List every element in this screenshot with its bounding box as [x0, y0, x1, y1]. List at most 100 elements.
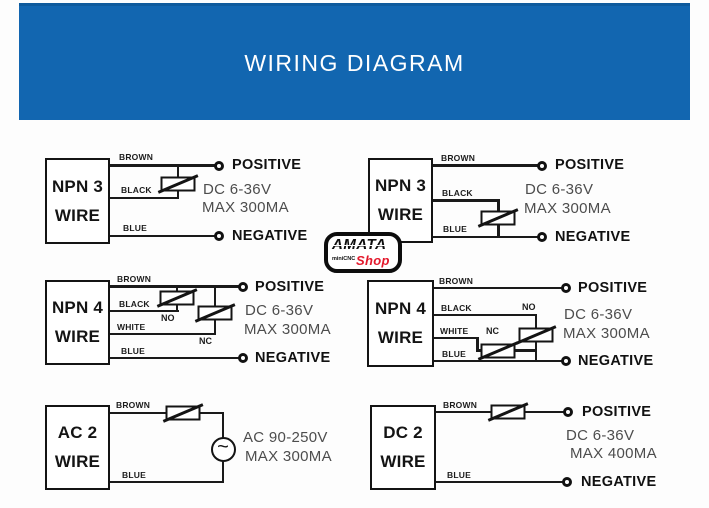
- positive-label: POSITIVE: [232, 157, 302, 173]
- spec-current: MAX 400MA: [570, 445, 657, 462]
- logo-shop-text: Shop: [356, 252, 390, 268]
- spec-voltage: AC 90-250V: [243, 429, 328, 446]
- wire-black: [110, 196, 179, 199]
- spec-current: MAX 300MA: [244, 321, 331, 338]
- sensor-box-label: WIRE: [54, 452, 101, 471]
- positive-terminal-icon: [213, 160, 224, 171]
- load-symbol-no: [159, 290, 195, 306]
- negative-terminal-icon: [238, 353, 248, 363]
- load-symbol-nc: [197, 305, 233, 320]
- spec-voltage: DC 6-36V: [245, 302, 314, 319]
- spec-voltage: DC 6-36V: [564, 306, 633, 323]
- positive-label: POSITIVE: [255, 278, 325, 295]
- ac-wave-symbol: ~: [217, 436, 229, 458]
- positive-terminal-icon: [563, 407, 573, 417]
- spec-current: MAX 300MA: [202, 199, 289, 216]
- spec-voltage: DC 6-36V: [566, 427, 635, 444]
- contact-label-no: NO: [161, 312, 175, 323]
- sensor-box-label: NPN 3: [51, 176, 104, 196]
- wire-label-brown: BROWN: [117, 274, 152, 284]
- contact-label-no: NO: [522, 302, 536, 312]
- wire-label-white: WHITE: [440, 326, 469, 336]
- wire-white: [110, 332, 216, 335]
- wire-blue: [110, 480, 224, 483]
- wire-brown: [110, 164, 219, 167]
- negative-label: NEGATIVE: [555, 229, 631, 245]
- sensor-box: DC 2 WIRE: [370, 405, 436, 490]
- wire-black: [433, 199, 500, 202]
- wire-label-black: BLACK: [441, 303, 472, 313]
- wire-blue: [110, 234, 219, 237]
- spec-current: MAX 300MA: [524, 200, 611, 217]
- sensor-box-label: WIRE: [54, 327, 101, 346]
- wire-connector: [221, 459, 224, 483]
- wire-label-brown: BROWN: [443, 400, 478, 410]
- spec-current: MAX 300MA: [563, 325, 650, 342]
- contact-label-nc: NC: [199, 335, 212, 346]
- wire-label-blue: BLUE: [447, 470, 471, 480]
- load-symbol: [160, 176, 195, 191]
- wire-label-blue: BLUE: [443, 224, 467, 234]
- wire-label-blue: BLUE: [123, 223, 147, 233]
- wire-white: [434, 336, 478, 339]
- negative-label: NEGATIVE: [581, 474, 657, 490]
- wire-blue: [110, 356, 243, 359]
- watermark-logo: AMATA miniCNC Shop: [324, 232, 402, 273]
- wire-label-blue: BLUE: [122, 470, 146, 480]
- wire-blue: [436, 480, 563, 483]
- positive-terminal-icon: [536, 160, 547, 171]
- spec-current: MAX 300MA: [245, 448, 332, 465]
- sensor-box-label: WIRE: [54, 205, 101, 225]
- sensor-box-label: WIRE: [380, 452, 426, 471]
- load-symbol: [165, 405, 201, 420]
- wire-connector: [476, 336, 479, 352]
- header-banner: WIRING DIAGRAM: [19, 3, 690, 120]
- sensor-box-label: AC 2: [57, 423, 98, 442]
- positive-terminal-icon: [561, 283, 571, 293]
- wire-blue: [433, 235, 543, 238]
- wire-label-brown: BROWN: [439, 276, 474, 286]
- positive-label: POSITIVE: [555, 157, 625, 173]
- sensor-box: NPN 3 WIRE: [45, 158, 110, 244]
- sensor-box-label: NPN 3: [374, 176, 427, 195]
- wire-label-black: BLACK: [442, 188, 473, 198]
- negative-label: NEGATIVE: [255, 350, 331, 366]
- logo-stripe: [332, 244, 392, 246]
- contact-label-nc: NC: [486, 325, 499, 336]
- sensor-box-label: WIRE: [377, 205, 424, 224]
- logo-sub-brand-text: miniCNC: [332, 255, 356, 262]
- sensor-box: NPN 4 WIRE: [45, 280, 110, 365]
- sensor-box: AC 2 WIRE: [45, 405, 110, 490]
- load-symbol-no: [518, 327, 554, 343]
- wire-brown: [433, 164, 542, 167]
- spec-voltage: DC 6-36V: [203, 181, 272, 198]
- wire-brown: [434, 286, 566, 289]
- sensor-box-label: NPN 4: [51, 298, 104, 317]
- wire-black: [434, 313, 537, 316]
- wire-blue: [434, 359, 566, 362]
- wire-label-brown: BROWN: [119, 152, 154, 162]
- wire-label-brown: BROWN: [116, 400, 151, 410]
- page-title: WIRING DIAGRAM: [244, 49, 465, 76]
- negative-terminal-icon: [213, 231, 224, 241]
- positive-label: POSITIVE: [582, 404, 652, 420]
- logo-stripe: [332, 248, 392, 250]
- wire-black: [110, 309, 179, 312]
- negative-terminal-icon: [561, 356, 571, 366]
- sensor-box: NPN 4 WIRE: [367, 280, 434, 367]
- negative-terminal-icon: [537, 232, 547, 242]
- positive-label: POSITIVE: [578, 280, 648, 296]
- sensor-box-label: WIRE: [377, 328, 424, 347]
- wire-label-blue: BLUE: [442, 349, 466, 359]
- wire-label-black: BLACK: [119, 299, 150, 309]
- wire-label-white: WHITE: [117, 321, 146, 332]
- spec-voltage: DC 6-36V: [525, 181, 594, 198]
- negative-label: NEGATIVE: [232, 228, 308, 244]
- positive-terminal-icon: [238, 281, 248, 292]
- wire-connector: [221, 411, 224, 439]
- sensor-box-label: DC 2: [383, 423, 423, 442]
- sensor-box: NPN 3 WIRE: [368, 158, 433, 243]
- negative-label: NEGATIVE: [578, 353, 654, 369]
- load-symbol: [490, 404, 526, 419]
